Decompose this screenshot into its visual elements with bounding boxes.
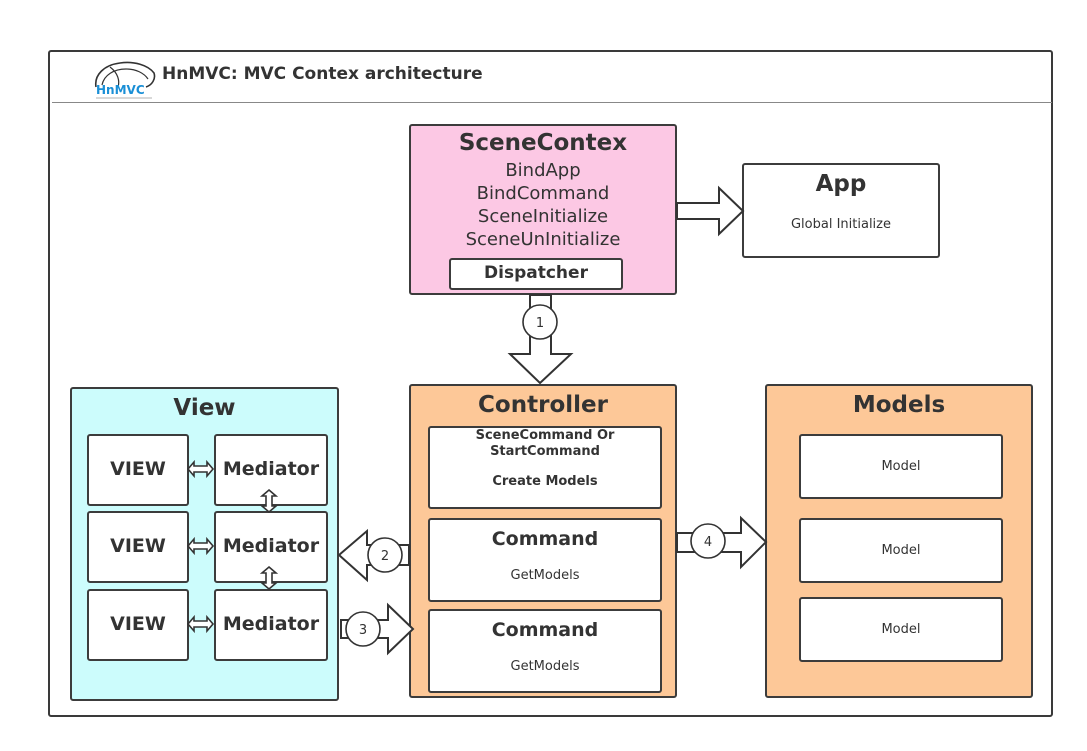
double-arrow-view-mediator [186,459,215,479]
model-item-label: Model [881,622,921,637]
view-item-label: VIEW [110,535,166,557]
arrow-to-app [676,185,745,237]
step-4-circle [690,523,726,559]
command-title: Command [491,528,599,550]
app-title: App [815,171,867,197]
mediator-item-label: Mediator [222,613,320,635]
start-command-box: SceneCommand Or StartCommand Create Mode… [428,426,662,509]
step-3-label: 3 [359,623,367,638]
command-subtitle: GetModels [510,659,580,674]
view-item: VIEW [87,511,189,583]
command-box: Command GetModels [428,518,662,602]
app-box: App Global Initialize [742,163,940,258]
step-1-label: 1 [536,316,544,331]
view-item-label: VIEW [110,613,166,635]
model-item: Model [799,434,1003,499]
start-command-line1: SceneCommand Or [475,428,615,443]
scene-contex-item: SceneUnInitialize [465,229,621,250]
dispatcher-label: Dispatcher [484,263,588,283]
command-box: Command GetModels [428,609,662,693]
command-title: Command [491,619,599,641]
view-item-label: VIEW [110,458,166,480]
command-subtitle: GetModels [510,568,580,583]
double-arrow-view-mediator [186,614,215,634]
scene-contex-item: BindCommand [476,183,610,204]
model-item-label: Model [881,543,921,558]
models-title: Models [852,392,946,418]
step-1-circle [522,304,558,340]
view-title: View [173,395,236,421]
model-item-label: Model [881,459,921,474]
diagram-title: HnMVC: MVC Contex architecture [162,64,483,84]
mediator-item-label: Mediator [222,458,320,480]
diagram-frame [48,50,1053,717]
header-divider [52,102,1052,103]
mediator-item: Mediator [214,434,328,506]
double-arrow-view-mediator [186,536,215,556]
step-2-label: 2 [381,549,389,564]
model-item: Model [799,597,1003,662]
mediator-item: Mediator [214,589,328,661]
create-models-label: Create Models [492,474,598,489]
view-item: VIEW [87,589,189,661]
hnmvc-logo: HnMVC [95,61,156,99]
logo-text: HnMVC [96,83,145,97]
double-arrow-mediator-mediator [259,565,279,591]
scene-contex-title: SceneContex [458,130,628,156]
view-item: VIEW [87,434,189,506]
dispatcher-box: Dispatcher [449,258,623,290]
app-subtitle: Global Initialize [790,217,891,232]
step-3-circle [345,611,381,647]
step-2-circle [367,537,403,573]
controller-title: Controller [478,392,608,418]
scene-contex-item: SceneInitialize [477,206,609,227]
double-arrow-mediator-mediator [259,488,279,514]
mediator-item-label: Mediator [222,535,320,557]
controller-box: Controller SceneCommand Or StartCommand … [409,384,677,698]
step-4-label: 4 [704,535,712,550]
start-command-line2: StartCommand [490,444,600,459]
models-box: Models Model Model Model [765,384,1033,698]
scene-contex-item: BindApp [505,160,581,181]
model-item: Model [799,518,1003,583]
